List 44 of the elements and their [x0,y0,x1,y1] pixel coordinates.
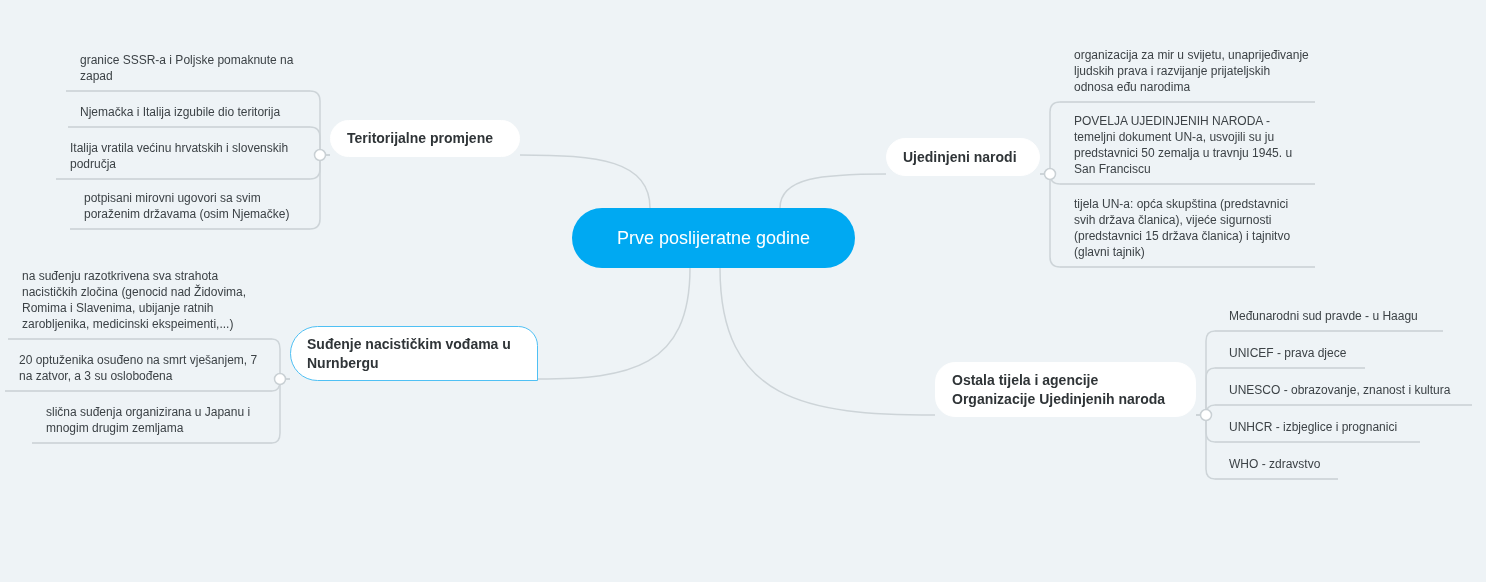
topic-text: organizacija za mir u svijetu, unaprijeđivanje ljudskih prava i razvijanje prijateljskih odnosa eđu narodima [1074,48,1309,94]
subtopic [68,104,310,128]
subtopic [5,352,272,392]
topic-text: slična suđenja organizirana u Japanu i mnogim drugim zemljama [46,405,251,435]
topic-text: WHO - zdravstvo [1229,457,1321,471]
main-topic [290,326,538,381]
subtopic [32,404,272,444]
main-topic [886,138,1040,176]
topic-text: UNICEF - prava djece [1229,346,1347,360]
topic-text: Njemačka i Italija izgubile dio teritorija [80,105,281,119]
subtopic [1215,382,1472,406]
subtopic [70,190,310,230]
branch-line [519,154,651,209]
node-text: Ostala tijela i agencije Organizacije Ujedinjenih naroda [952,370,1167,409]
branch-line [719,267,936,416]
topic-text: UNESCO - obrazovanje, znanost i kultura [1229,383,1451,397]
central-topic [572,208,855,268]
subtopic [1215,308,1443,332]
node-text: Teritorijalne promjene [347,129,493,148]
node-text: Suđenje nacističkim vođama u Nurnbergu [307,334,512,373]
subtopic [1060,47,1315,103]
topic-text: Međunarodni sud pravde - u Haagu [1229,309,1418,323]
subtopic [1215,456,1338,480]
subtopic [66,52,310,92]
subtopic [1060,196,1315,268]
subtopic [56,140,310,180]
subtopic [1215,419,1420,443]
topic-text: potpisani mirovni ugovori sa svim poraženim državama (osim Njemačke) [84,191,290,221]
topic-text: na suđenju razotkrivena sva strahota nacističkih zločina (genocid nad Židovima, Romima i Slavenima, ubijanje ratnih zarobljenika, medicinski ekspeimenti,...) [22,269,247,331]
topic-text: UNHCR - izbjeglice i prognanici [1229,420,1398,434]
branch-line [537,267,691,380]
topic-text: granice SSSR-a i Poljske pomaknute na zapad [80,53,294,83]
branch-line [779,173,887,209]
topic-text: Italija vratila većinu hrvatskih i slovenskih područja [70,141,289,171]
topic-text: POVELJA UJEDINJENIH NARODA - temeljni dokument UN-a, usvojili su ju predstavnici 50 zemalja u travnju 1945. u San Franciscu [1074,114,1293,176]
main-topic [935,362,1196,417]
topic-text: 20 optuženika osuđeno na smrt vješanjem, 7 na zatvor, a 3 su oslobođena [19,353,258,383]
node-text: Ujedinjeni narodi [903,147,1017,167]
node-text: Prve poslijeratne godine [616,227,811,249]
main-topic [330,120,520,157]
subtopic [1215,345,1365,369]
subtopic [8,268,272,340]
subtopic [1060,113,1315,185]
topic-text: tijela UN-a: opća skupština (predstavnici svih država članica), vijeće sigurnosti (predstavnici 15 država članica) i tajnitvo (glavni tajnik) [1074,197,1291,259]
